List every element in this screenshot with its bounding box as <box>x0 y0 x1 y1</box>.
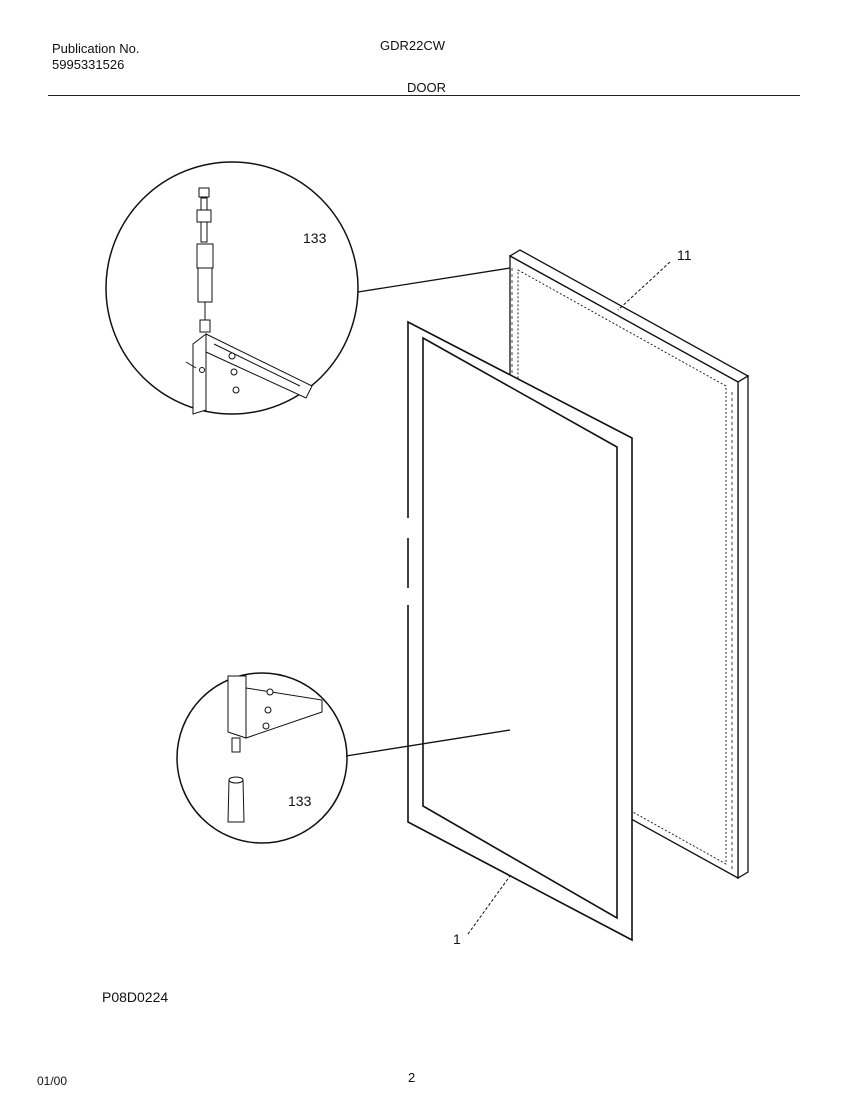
door-gasket <box>406 320 633 942</box>
figure-code: P08D0224 <box>102 989 169 1005</box>
section-title: DOOR <box>407 80 446 95</box>
publication-number: 5995331526 <box>52 57 125 72</box>
leader-line-1 <box>467 875 511 935</box>
leader-line-11 <box>617 261 671 311</box>
callout-133-top: 133 <box>303 230 327 246</box>
callout-1: 1 <box>453 931 461 947</box>
hinge-bracket-top <box>185 332 313 415</box>
hinge-detail-bottom <box>176 672 511 844</box>
callout-133-bottom: 133 <box>288 793 312 809</box>
publication-label: Publication No. <box>52 41 140 56</box>
page-number: 2 <box>408 1070 416 1085</box>
header-rule <box>48 95 800 96</box>
hinge-pin-top <box>196 187 214 333</box>
hinge-detail-top <box>105 161 511 415</box>
footer-date: 01/00 <box>37 1074 68 1088</box>
model-number: GDR22CW <box>380 38 446 53</box>
hinge-bracket-bottom <box>227 675 323 823</box>
callout-11: 11 <box>677 247 692 263</box>
